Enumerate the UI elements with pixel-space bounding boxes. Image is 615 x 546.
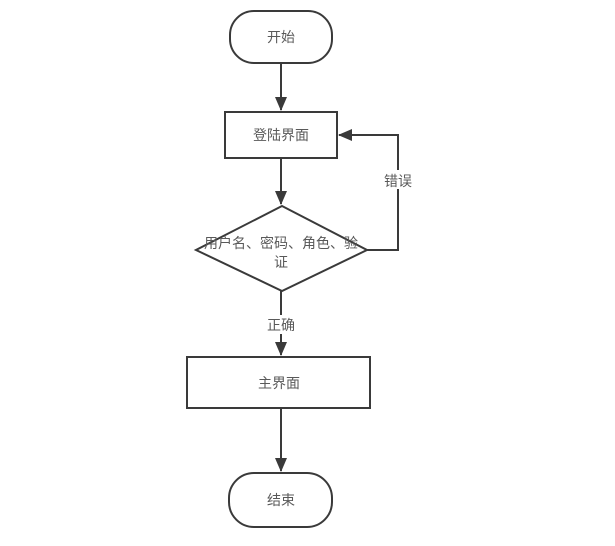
start-label: 开始 bbox=[267, 29, 295, 45]
start-terminator bbox=[229, 10, 333, 64]
login-label: 登陆界面 bbox=[253, 127, 309, 143]
login-process-box bbox=[224, 111, 338, 159]
correct-edge-label: 正确 bbox=[267, 317, 295, 333]
main-process-box bbox=[186, 356, 371, 409]
end-terminator bbox=[228, 472, 333, 528]
arrow-error-loop-decision-to-login bbox=[338, 129, 399, 251]
main-label: 主界面 bbox=[258, 375, 300, 391]
error-edge-label: 错误 bbox=[384, 173, 412, 189]
decision-label-line1: 用户名、密码、角色、验 bbox=[204, 235, 358, 251]
error-label-bg bbox=[379, 170, 417, 189]
end-label: 结束 bbox=[267, 492, 295, 508]
decision-diamond bbox=[193, 204, 370, 293]
correct-label-bg bbox=[262, 315, 300, 334]
decision-label-line2: 证 bbox=[274, 254, 288, 270]
